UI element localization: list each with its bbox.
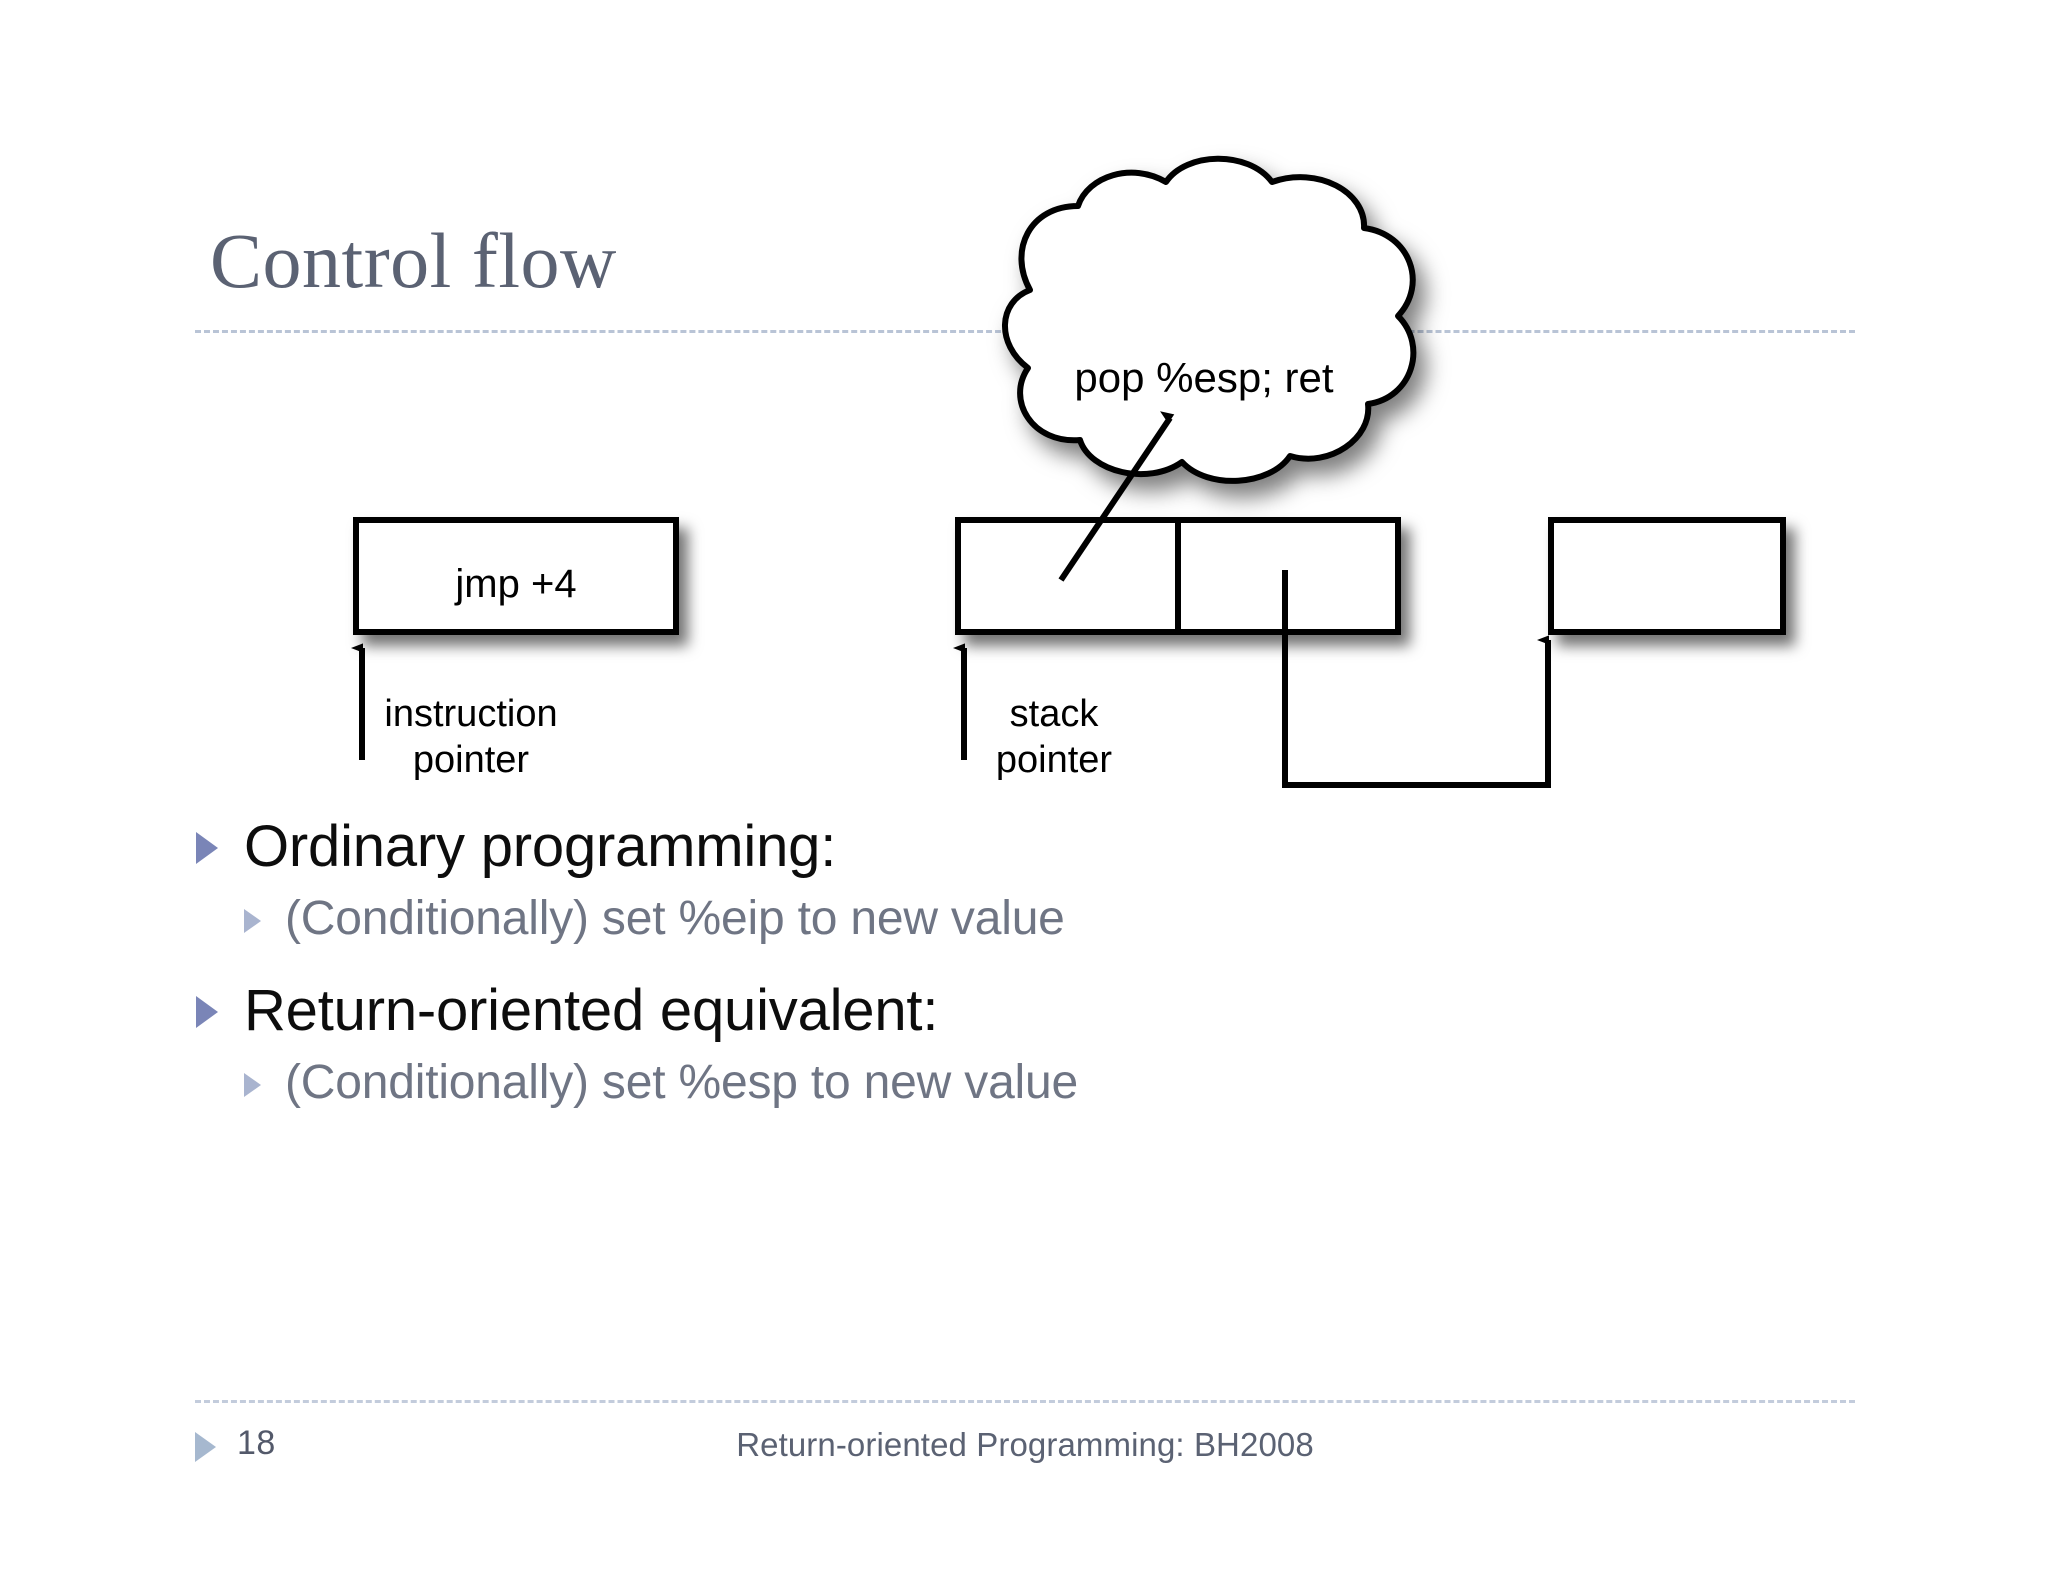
cloud-shape bbox=[1002, 155, 1417, 484]
footer-divider bbox=[195, 1400, 1855, 1403]
bullet-text: (Conditionally) set %eip to new value bbox=[285, 891, 1065, 945]
stack-pointer-label-line1: stack bbox=[1010, 693, 1100, 735]
instruction-pointer-label-line2: pointer bbox=[413, 739, 530, 781]
footer-title: Return-oriented Programming: BH2008 bbox=[736, 1426, 1314, 1463]
bullet-item-return-oriented-equivalent: Return-oriented equivalent: bbox=[196, 976, 1876, 1047]
stack-to-target-connector bbox=[1282, 570, 1551, 788]
bullet-text: Ordinary programming: bbox=[244, 814, 837, 879]
triangle-bullet-icon bbox=[244, 908, 261, 933]
target-box bbox=[1548, 517, 1786, 635]
page-title: Control flow bbox=[210, 217, 617, 304]
stack-pointer-label-line2: pointer bbox=[996, 739, 1113, 781]
instruction-box-label: jmp +4 bbox=[454, 562, 576, 606]
bullet-text: Return-oriented equivalent: bbox=[244, 978, 939, 1044]
triangle-bullet-icon bbox=[244, 1073, 261, 1098]
page-number: 18 bbox=[237, 1424, 276, 1462]
instruction-box bbox=[353, 517, 679, 635]
control-flow-diagram: pop %esp; ret jmp +4 instruction p bbox=[0, 155, 1786, 788]
triangle-bullet-icon bbox=[196, 832, 218, 864]
bullet-list: Ordinary programming: (Conditionally) se… bbox=[196, 812, 1876, 1113]
triangle-bullet-icon bbox=[195, 1432, 216, 1462]
bullet-item-set-esp: (Conditionally) set %esp to new value bbox=[196, 1053, 1876, 1113]
title-divider-top bbox=[195, 330, 1855, 333]
bullet-text: (Conditionally) set %esp to new value bbox=[285, 1056, 1079, 1110]
bullet-item-ordinary-programming: Ordinary programming: bbox=[196, 812, 1876, 883]
cloud-label: pop %esp; ret bbox=[1074, 354, 1333, 401]
gadget-arrow bbox=[1058, 418, 1170, 582]
instruction-pointer-label-line1: instruction bbox=[384, 693, 557, 735]
slide-footer: 18 Return-oriented Programming: BH2008 bbox=[195, 1418, 1855, 1478]
stack-boxes bbox=[955, 517, 1401, 635]
triangle-bullet-icon bbox=[196, 996, 218, 1029]
bullet-item-set-eip: (Conditionally) set %eip to new value bbox=[196, 889, 1876, 949]
